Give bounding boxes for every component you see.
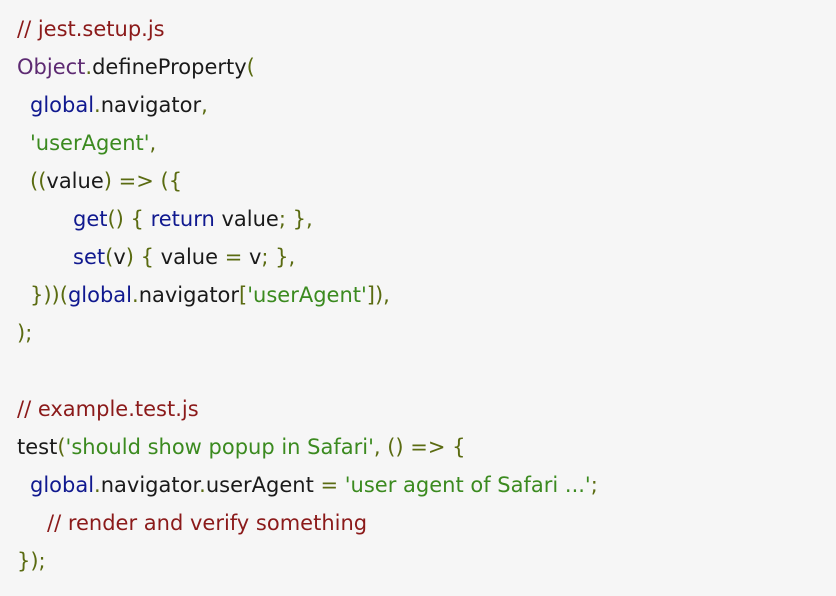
code-token-value: value (160, 245, 219, 269)
code-token-open: (( (30, 169, 47, 193)
code-token-global: global (30, 93, 95, 117)
code-line-9: ); (17, 314, 836, 352)
code-line-5: ((value) => ({ (17, 162, 836, 200)
code-comment: // example.test.js (17, 397, 199, 421)
code-token-object: Object (17, 55, 86, 79)
code-token-prop: navigator (100, 473, 200, 497)
code-token-eq: = (218, 245, 249, 269)
code-token-value: value (214, 207, 279, 231)
code-token-end: ; }, (278, 207, 313, 231)
code-line-8: }))(global.navigator['userAgent']), (17, 276, 836, 314)
code-token-arrow: ) => ({ (103, 169, 183, 193)
code-token-prop: navigator (100, 93, 202, 117)
code-token-bracket-close: ]), (366, 283, 390, 307)
code-token-get: get (73, 207, 108, 231)
code-token-close: ) { (125, 245, 161, 269)
code-token-close: }))( (30, 283, 68, 307)
code-comment: // render and verify something (47, 511, 368, 535)
code-token-method: defineProperty (92, 55, 247, 79)
code-token-prop: userAgent (205, 473, 314, 497)
code-line-13: global.navigator.userAgent = 'user agent… (17, 466, 836, 504)
code-comment: // jest.setup.js (17, 17, 165, 41)
code-token-param: v (113, 245, 126, 269)
code-token-open: ( (57, 435, 66, 459)
code-token-fn: test (17, 435, 58, 459)
code-line-2: Object.defineProperty( (17, 48, 836, 86)
code-token-end: ; (590, 473, 598, 497)
code-line-11: // example.test.js (17, 390, 836, 428)
code-token-eq: = (313, 473, 345, 497)
code-token-comma: , (149, 131, 157, 155)
code-line-4: 'userAgent', (17, 124, 836, 162)
code-token-dot: . (94, 93, 101, 117)
code-token-close: }); (17, 549, 46, 573)
code-token-dot: . (132, 283, 139, 307)
code-line-1: // jest.setup.js (17, 10, 836, 48)
code-line-3: global.navigator, (17, 86, 836, 124)
code-line-14: // render and verify something (17, 504, 836, 542)
code-line-12: test('should show popup in Safari', () =… (17, 428, 836, 466)
code-token-dot: . (85, 55, 93, 79)
code-token-paren: ( (246, 55, 255, 79)
code-token-sig: () { (107, 207, 151, 231)
code-token-close: ); (17, 321, 33, 345)
code-token-string: 'userAgent' (30, 131, 150, 155)
code-token-comma: , (201, 93, 208, 117)
code-token-prop: navigator (138, 283, 240, 307)
code-token-rest: , () => { (373, 435, 466, 459)
code-token-return: return (150, 207, 215, 231)
code-token-global: global (30, 473, 95, 497)
code-token-dot: . (94, 473, 101, 497)
code-token-param: value (46, 169, 104, 193)
code-token-string: 'userAgent' (247, 283, 367, 307)
code-token-global: global (67, 283, 132, 307)
code-token-open: ( (105, 245, 114, 269)
code-token-set: set (73, 245, 106, 269)
code-line-blank (17, 352, 836, 390)
code-token-string: 'should show popup in Safari' (65, 435, 374, 459)
code-line-6: get() { return value; }, (17, 200, 836, 238)
code-line-7: set(v) { value = v; }, (17, 238, 836, 276)
code-line-15: }); (17, 542, 836, 580)
code-token-v: v (248, 245, 262, 269)
code-token-string: 'user agent of Safari ...' (344, 473, 591, 497)
code-token-dot: . (199, 473, 206, 497)
code-token-bracket-open: [ (239, 283, 248, 307)
code-token-end: ; }, (261, 245, 296, 269)
